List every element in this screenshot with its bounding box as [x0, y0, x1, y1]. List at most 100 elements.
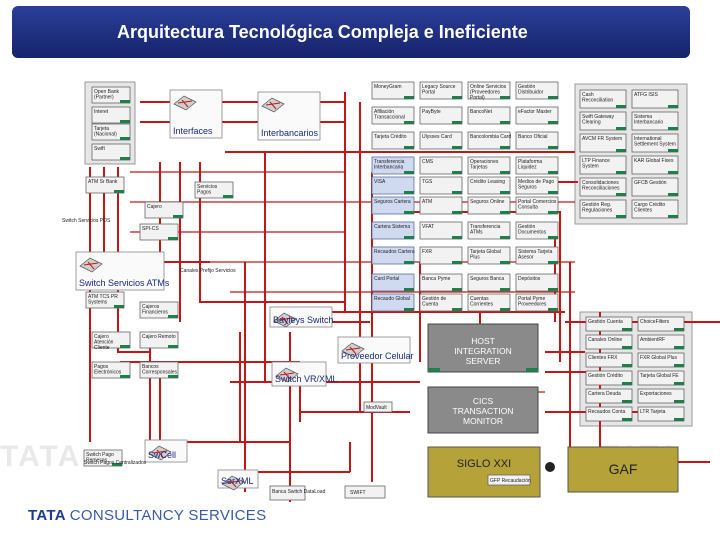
- app-box-gesti-n-documentos-label: Gestión: [518, 224, 535, 230]
- core-box-ltr-tarjeta[interactable]: LTR Tarjeta: [637, 406, 685, 422]
- app-box-fxr[interactable]: FXR: [419, 246, 463, 265]
- app-box-banconet[interactable]: BancoNet: [467, 106, 511, 125]
- core-box-choicefilters[interactable]: ChoiceFilters: [637, 316, 685, 332]
- hub-proveedor-celular[interactable]: Proveedor Celular: [337, 336, 414, 364]
- right-box-gfcb-gesti-n[interactable]: GFCB Gestión: [631, 177, 679, 197]
- left-box-interet[interactable]: Interet: [91, 106, 131, 124]
- left-box-tarjeta-nacional[interactable]: Tarjeta(Nacional): [91, 123, 131, 141]
- core-box-recaudos-conta[interactable]: Recaudos Conta: [585, 406, 633, 422]
- hub-bayleys[interactable]: Bayleys Switch: [269, 306, 334, 328]
- core-box-ambientrf[interactable]: AmbientRF: [637, 334, 685, 350]
- hub-ser-xml[interactable]: SerXML: [217, 469, 259, 491]
- app-box-seguros-online[interactable]: Seguros Online: [467, 196, 511, 215]
- app-box-tarjeta-cr-dito[interactable]: Tarjeta Crédito: [371, 131, 415, 150]
- core-box-clientes-frx[interactable]: Clientes FRX: [585, 352, 633, 368]
- app-box-efactor-master[interactable]: eFactor Master: [515, 106, 559, 125]
- right-box-kar-global-fixes[interactable]: KAR Global Fixes: [631, 155, 679, 175]
- left-box-open-bank-partner[interactable]: Open Bank(Partner): [91, 86, 131, 104]
- siglo-xxi[interactable]: SIGLO XXI GFP Recaudación: [427, 446, 541, 498]
- core-box-cartera-deuda[interactable]: Cartera Deuda: [585, 388, 633, 404]
- right-box-atfg-isis[interactable]: ATFG ISIS: [631, 89, 679, 109]
- hub-switch-vrxml[interactable]: Switch VR/XML: [271, 361, 338, 387]
- cics-transaction-monitor[interactable]: CICS TRANSACTION MONITOR: [427, 386, 539, 434]
- app-box-dep-sitos[interactable]: Depósitos: [515, 273, 559, 292]
- app-box-banco-oficial[interactable]: Banco Oficial: [515, 131, 559, 150]
- app-box-moneygram[interactable]: MoneyGram: [371, 81, 415, 100]
- left-box-cajero[interactable]: Cajero: [144, 201, 184, 219]
- app-box-banca-pyme[interactable]: Banca Pyme: [419, 273, 463, 292]
- app-box-tgs[interactable]: TGS: [419, 176, 463, 195]
- swift-node[interactable]: SWIFT: [344, 485, 386, 499]
- hub-interfaces[interactable]: Interfaces: [169, 89, 223, 139]
- core-box-tarjeta-global-fe[interactable]: Tarjeta Global FE: [637, 370, 685, 386]
- core-box-exportaciones[interactable]: Exportaciones: [637, 388, 685, 404]
- internal-switch-node[interactable]: Banca Switch DataLoad: [269, 485, 326, 501]
- app-box-seguros-banca[interactable]: Seguros Banca: [467, 273, 511, 292]
- app-box-atm[interactable]: ATM: [419, 196, 463, 215]
- core-box-gesti-n-cuenta[interactable]: Gestión Cuenta: [585, 316, 633, 332]
- app-box-cr-dito-leasing[interactable]: Crédito Leasing: [467, 176, 511, 195]
- right-box-consolidaciones-reconciliaciones-label: Reconciliaciones: [582, 186, 620, 192]
- left-box-swift[interactable]: Swift: [91, 143, 131, 161]
- app-box-card-portal[interactable]: Card Portal: [371, 273, 415, 292]
- app-box-visa[interactable]: VISA: [371, 176, 415, 195]
- core-box-gesti-n-cr-dito[interactable]: Gestión Crédito: [585, 370, 633, 386]
- app-box-bancolombia-card[interactable]: Bancolombia Card: [467, 131, 511, 150]
- hub-interbancarios[interactable]: Interbancarios: [257, 91, 321, 141]
- hub-switch-atms[interactable]: Switch Servicios ATMs: [75, 251, 170, 291]
- app-box-paybyte[interactable]: PayByte: [419, 106, 463, 125]
- left-box-cajero-remoto[interactable]: Cajero Remoto: [139, 331, 179, 349]
- swift-label: SWIFT: [350, 490, 366, 496]
- app-box-ulysses-card[interactable]: Ulysses Card: [419, 131, 463, 150]
- app-box-dep-sitos-label: Depósitos: [518, 276, 541, 282]
- app-box-recaudos-cartera[interactable]: Recaudos Cartera: [371, 246, 415, 265]
- right-box-avcm-fr-system[interactable]: AVCM FR System: [579, 133, 627, 153]
- core-box-fxr-global-plus[interactable]: FXR Global Plus: [637, 352, 685, 368]
- gaf[interactable]: GAF: [567, 446, 679, 493]
- app-box-recaudo-global[interactable]: Recaudo Global: [371, 293, 415, 312]
- app-box-cms[interactable]: CMS: [419, 156, 463, 175]
- app-box-cuentas-corrientes-label: Corrientes: [470, 302, 494, 308]
- app-box-cartera-sistema[interactable]: Cartera Sistema: [371, 221, 415, 240]
- left-box-atm-sr-bank[interactable]: ATM Sr Bank: [85, 176, 125, 194]
- modvault-node[interactable]: ModVault: [363, 401, 393, 413]
- hub-sw-cell[interactable]: SwCell: [144, 439, 188, 463]
- core-box-canales-online[interactable]: Canales Online: [585, 334, 633, 350]
- left-box-spi-cs[interactable]: SPI-CS: [139, 223, 179, 241]
- right-box-cargo-cr-dito-clientes-label: Cargo Crédito: [634, 202, 665, 208]
- app-box-seguros-cartera[interactable]: Seguros Cartera: [371, 196, 415, 215]
- host-integration-server[interactable]: HOST INTEGRATION SERVER: [427, 323, 539, 373]
- right-box-gesti-n-reg-regulaciones[interactable]: Gestión Reg.Regulaciones: [579, 199, 627, 219]
- app-box-vfat[interactable]: VFAT: [419, 221, 463, 240]
